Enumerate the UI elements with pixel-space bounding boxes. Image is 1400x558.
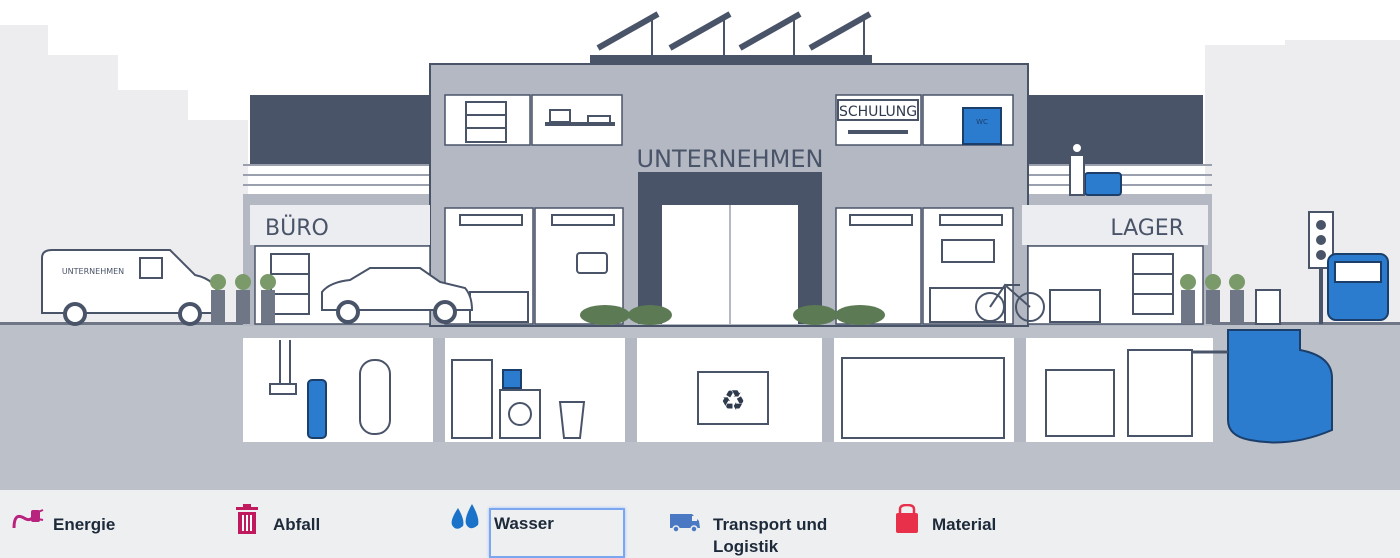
nav-label-transport-line2: Logistik [713, 537, 779, 556]
scene-illustration: UNTERNEHMEN SCHULUNG WC [0, 11, 1400, 490]
water-drops-icon [451, 504, 479, 529]
company-scene: UNTERNEHMEN SCHULUNG WC [0, 11, 1400, 490]
wc-door [962, 107, 1002, 145]
nav-label-material: Material [932, 515, 997, 534]
nav-item-abfall[interactable]: Abfall [228, 490, 428, 558]
company-van: UNTERNEHMEN [41, 249, 219, 326]
nav-item-material[interactable]: Material [888, 490, 1088, 558]
ground-floor-rooms [444, 207, 1014, 325]
van-icon [670, 514, 700, 533]
solar-panels [596, 11, 872, 51]
category-nav: Energie Abfall Wasser Transport und Logi… [0, 490, 1400, 558]
cleaning-machine [1084, 172, 1122, 196]
basement-equipment [269, 340, 1193, 439]
material-bag-icon [896, 504, 918, 533]
van-label: UNTERNEHMEN [62, 267, 124, 276]
right-wing-roof [1028, 95, 1203, 165]
svg-text:♻: ♻ [720, 384, 745, 417]
building-sign: UNTERNEHMEN [636, 145, 823, 173]
training-sign: SCHULUNG [839, 104, 917, 120]
potted-plants [210, 274, 1245, 325]
left-wing-roof [250, 95, 430, 165]
nav-item-wasser[interactable]: Wasser [448, 490, 638, 558]
nav-label-wasser: Wasser [489, 508, 625, 558]
water-filter [307, 379, 327, 439]
upper-floor-rooms: SCHULUNG WC [444, 94, 1014, 146]
rainwater-tank [1227, 329, 1333, 444]
outdoor-bin [1255, 289, 1281, 325]
warehouse-sign: LAGER [1110, 216, 1184, 241]
blue-bus [1327, 253, 1389, 321]
nav-label-transport-line1: Transport und [713, 515, 828, 534]
nav-item-transport[interactable]: Transport und Logistik [668, 490, 868, 558]
plug-icon [12, 509, 44, 529]
nav-label-abfall: Abfall [273, 515, 321, 534]
wc-sign: WC [976, 118, 988, 126]
traffic-light [1308, 211, 1334, 324]
nav-label-energie: Energie [53, 515, 116, 534]
bicycle [975, 283, 1045, 322]
nav-item-energie[interactable]: Energie [8, 490, 208, 558]
car [321, 267, 474, 324]
trash-icon [236, 504, 258, 534]
office-sign: BÜRO [265, 215, 329, 241]
